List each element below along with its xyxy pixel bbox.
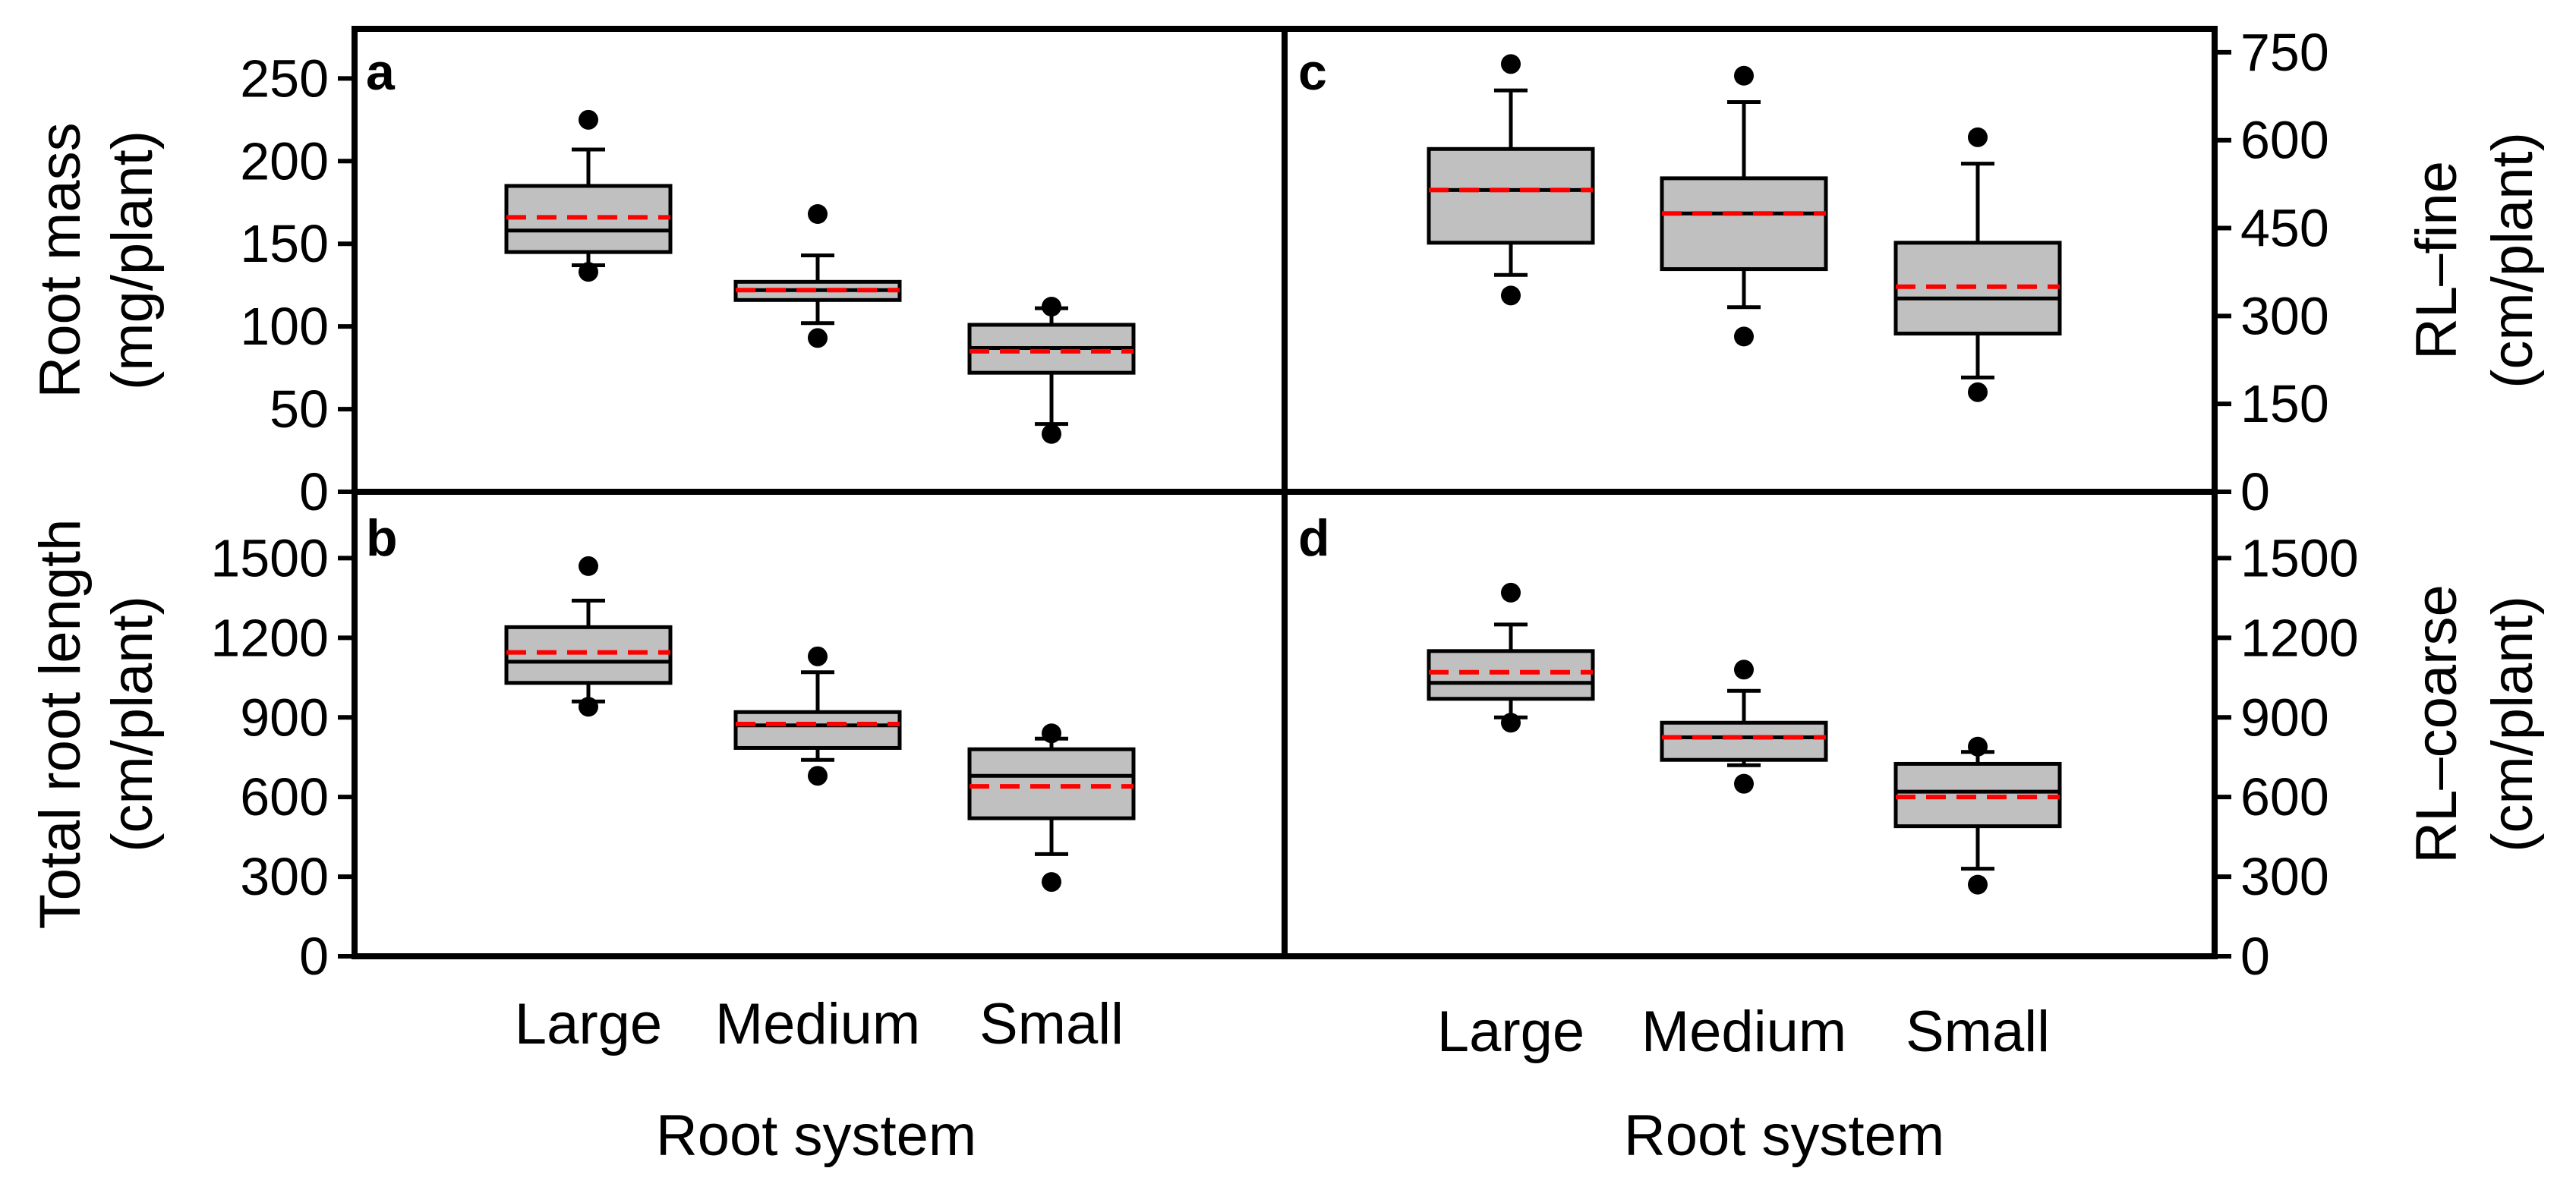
y-tick-label-b-3: 900 <box>240 688 329 747</box>
y-tick-label-b-2: 600 <box>240 767 329 826</box>
x-category-right-medium: Medium <box>1641 1000 1846 1064</box>
y-tick-label-c-3: 450 <box>2240 199 2329 258</box>
outlier-point-b-large-0 <box>579 697 598 717</box>
box-b-small <box>967 747 1136 820</box>
y-tick-label-d-1: 300 <box>2240 847 2329 906</box>
svg-text:(cm/plant): (cm/plant) <box>2480 132 2545 389</box>
y-tick-label-b-1: 300 <box>240 847 329 906</box>
ylabel-a-unit: (mg/plant) <box>100 131 165 390</box>
outlier-point-b-medium-0 <box>808 766 828 786</box>
outlier-point-d-medium-1 <box>1734 660 1754 680</box>
y-tick-label-d-0: 0 <box>2240 927 2270 986</box>
x-axis-title-left: Root system <box>656 1104 976 1168</box>
y-tick-label-b-4: 1200 <box>210 608 329 667</box>
ylabel-b: Total root length <box>28 519 93 930</box>
svg-text:(cm/plant): (cm/plant) <box>2480 596 2545 852</box>
y-tick-label-d-2: 600 <box>2240 767 2329 826</box>
svg-text:Total root length: Total root length <box>28 519 93 930</box>
outlier-point-c-large-0 <box>1501 285 1521 306</box>
outlier-point-d-large-0 <box>1501 713 1521 733</box>
outlier-point-a-large-1 <box>579 109 598 130</box>
outlier-point-c-medium-1 <box>1734 65 1754 86</box>
box-d-large <box>1427 649 1595 701</box>
y-tick-label-a-0: 0 <box>299 462 329 521</box>
y-tick-label-c-1: 150 <box>2240 374 2329 433</box>
panel-label-b: b <box>366 509 398 567</box>
box-b-large <box>504 625 673 685</box>
ylabel-d: RL–coarse <box>2404 584 2469 864</box>
svg-text:RL–fine: RL–fine <box>2404 161 2469 360</box>
outlier-point-b-medium-1 <box>808 646 828 666</box>
outlier-point-c-small-0 <box>1968 382 1988 402</box>
outlier-point-b-small-0 <box>1042 872 1061 893</box>
x-category-left-large: Large <box>515 992 662 1056</box>
outlier-point-c-large-1 <box>1501 54 1521 74</box>
ylabel-c-unit: (cm/plant) <box>2480 132 2545 389</box>
y-tick-label-b-5: 1500 <box>210 528 329 587</box>
y-tick-label-d-3: 900 <box>2240 688 2329 747</box>
y-tick-label-a-2: 100 <box>240 297 329 356</box>
panel-label-c: c <box>1298 43 1327 101</box>
ylabel-c: RL–fine <box>2404 161 2469 360</box>
y-tick-label-c-4: 600 <box>2240 111 2329 170</box>
panel-label-a: a <box>366 43 396 101</box>
x-category-right-large: Large <box>1437 1000 1584 1064</box>
x-category-right-small: Small <box>1906 1000 2050 1064</box>
y-tick-label-c-0: 0 <box>2240 462 2270 521</box>
outlier-point-c-small-1 <box>1968 127 1988 147</box>
x-category-left-medium: Medium <box>715 992 920 1056</box>
outlier-point-b-small-1 <box>1042 723 1061 744</box>
y-tick-label-c-2: 300 <box>2240 286 2329 345</box>
svg-text:Root mass: Root mass <box>28 122 93 398</box>
svg-text:RL–coarse: RL–coarse <box>2404 584 2469 864</box>
box-c-medium <box>1660 176 1828 272</box>
x-axis-title-right: Root system <box>1624 1104 1944 1168</box>
outlier-point-a-medium-1 <box>808 204 828 224</box>
outlier-point-d-medium-0 <box>1734 773 1754 794</box>
outlier-point-d-small-0 <box>1968 874 1988 895</box>
plot-area: 0 50 100 150 200 250 0 300 600 900 1200 1500 0 150 300… <box>210 23 2358 986</box>
svg-text:(mg/plant): (mg/plant) <box>100 131 165 390</box>
y-tick-label-a-3: 150 <box>240 214 329 273</box>
y-tick-label-a-5: 250 <box>240 49 329 108</box>
outlier-point-a-medium-0 <box>808 328 828 348</box>
outlier-point-d-small-1 <box>1968 736 1988 757</box>
ylabel-a: Root mass <box>28 122 93 398</box>
outlier-point-c-medium-0 <box>1734 326 1754 347</box>
panel-label-d: d <box>1298 509 1330 567</box>
outlier-point-d-large-1 <box>1501 582 1521 603</box>
box-d-medium <box>1660 720 1828 762</box>
outlier-point-a-small-0 <box>1042 423 1061 444</box>
y-tick-label-d-5: 1500 <box>2240 528 2359 587</box>
ylabel-d-unit: (cm/plant) <box>2480 596 2545 852</box>
y-tick-label-d-4: 1200 <box>2240 608 2359 667</box>
y-tick-label-b-0: 0 <box>299 927 329 986</box>
y-tick-label-a-4: 200 <box>240 131 329 190</box>
outlier-point-b-large-1 <box>579 556 598 576</box>
x-category-left-small: Small <box>979 992 1124 1056</box>
box-c-large <box>1427 146 1595 245</box>
svg-text:(cm/plant): (cm/plant) <box>100 596 165 852</box>
y-tick-label-c-5: 750 <box>2240 23 2329 82</box>
outlier-point-a-small-1 <box>1042 297 1061 316</box>
outlier-point-a-large-0 <box>579 262 598 282</box>
box-b-medium <box>733 710 902 750</box>
y-tick-label-a-1: 50 <box>270 379 329 439</box>
ylabel-b-unit: (cm/plant) <box>100 596 165 852</box>
